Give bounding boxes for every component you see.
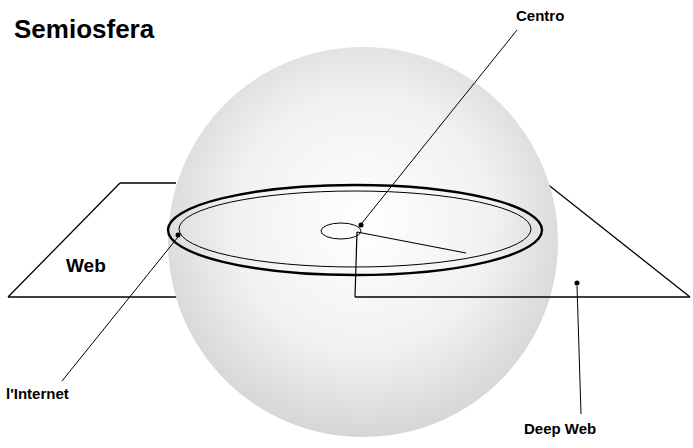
plane-section xyxy=(62,30,690,414)
center-label: Centro xyxy=(516,7,564,24)
plane-label: Web xyxy=(66,255,106,277)
diagram-title: Semiosfera xyxy=(14,14,154,45)
deep-web-label: Deep Web xyxy=(524,420,596,437)
sphere xyxy=(168,47,558,437)
internet-label: l'Internet xyxy=(6,385,69,402)
marker-dots xyxy=(176,223,580,286)
